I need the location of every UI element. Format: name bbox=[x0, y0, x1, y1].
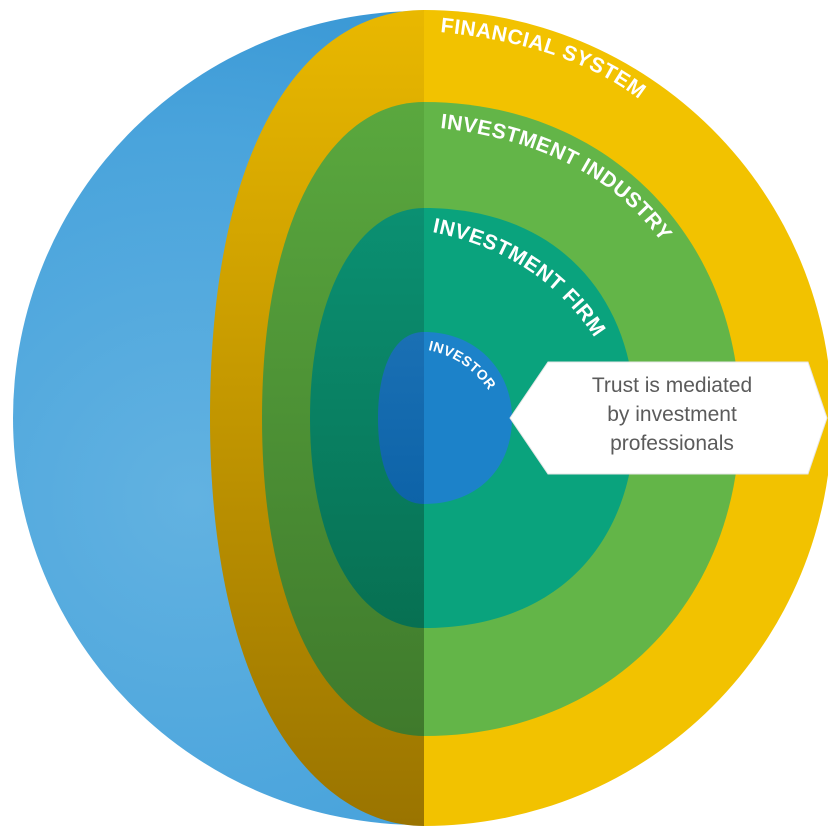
callout-line-3: professionals bbox=[610, 432, 734, 455]
callout: Trust is mediated by investment professi… bbox=[509, 361, 828, 475]
callout-line-2: by investment bbox=[607, 403, 737, 426]
layer-investor bbox=[378, 332, 512, 504]
callout-line-1: Trust is mediated bbox=[592, 374, 752, 397]
callout-box bbox=[509, 361, 828, 475]
